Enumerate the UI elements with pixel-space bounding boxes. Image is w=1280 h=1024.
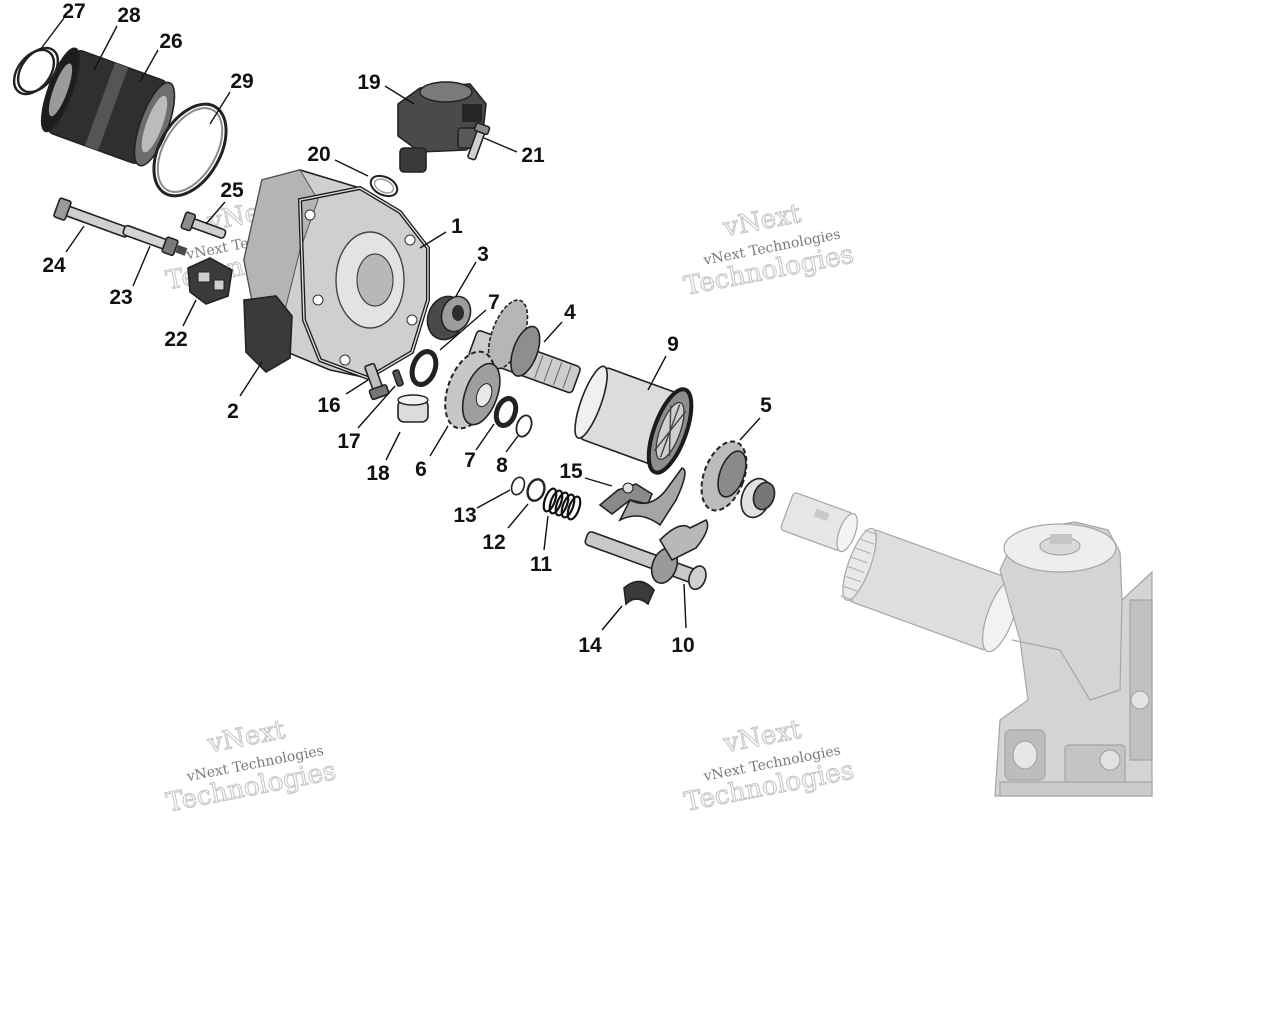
watermark-bottom-left: vNext vNext Technologies Technologies [163, 714, 339, 819]
callout-27: 27 [62, 0, 85, 23]
callout-labels: 27 28 26 29 19 20 21 25 1 3 24 23 7 4 22… [42, 0, 772, 657]
part-circlip [515, 414, 533, 438]
callout-15: 15 [559, 460, 583, 483]
part-thrust-washer-lower [493, 395, 519, 429]
part-spring-washer [526, 478, 546, 502]
part-adapter-sleeve [40, 47, 176, 167]
watermark-bottom-right: vNext vNext Technologies Technologies [681, 714, 857, 818]
part-sensor-pin [122, 224, 188, 257]
callout-6: 6 [415, 458, 427, 481]
callout-19: 19 [357, 71, 380, 94]
callout-13: 13 [453, 504, 476, 527]
part-o-ring [12, 46, 60, 96]
callout-22: 22 [164, 328, 187, 351]
callout-26: 26 [159, 30, 182, 53]
callout-9: 9 [667, 333, 679, 356]
callout-7-lower: 7 [464, 449, 476, 472]
callout-4: 4 [564, 301, 576, 324]
callout-16: 16 [317, 394, 340, 417]
callout-18: 18 [366, 462, 390, 485]
part-shift-fork-lower [623, 580, 655, 606]
part-shift-shaft [584, 467, 709, 591]
callout-23: 23 [109, 286, 132, 309]
part-long-bolt [53, 197, 130, 238]
callout-29: 29 [230, 70, 253, 93]
part-small-circlip [510, 476, 526, 496]
part-shift-actuator [397, 81, 487, 173]
part-bearing [426, 295, 472, 341]
callout-21: 21 [521, 144, 545, 167]
callout-1: 1 [451, 215, 463, 238]
part-output-shaft [468, 299, 581, 394]
callout-8: 8 [496, 454, 508, 477]
part-dowel-pin [392, 369, 404, 387]
watermark-top-right: vNext vNext Technologies Technologies [681, 198, 857, 302]
part-speed-sensor [187, 257, 233, 305]
part-hose-clamp [152, 102, 228, 198]
leader-lines [39, 17, 761, 631]
callout-24: 24 [42, 254, 66, 277]
callout-3: 3 [477, 243, 489, 266]
part-driven-gear [700, 440, 748, 512]
part-bolt [180, 211, 227, 239]
callout-25: 25 [220, 179, 244, 202]
part-drain-plug [364, 362, 390, 401]
part-cap [397, 394, 429, 423]
part-actuator-o-ring [369, 174, 399, 198]
part-actuator-screw [467, 122, 491, 161]
part-bearing-right [740, 477, 776, 519]
ghost-engine-block [780, 492, 1153, 797]
part-shift-drum [574, 365, 694, 475]
callout-17: 17 [337, 430, 360, 453]
part-thrust-washer-upper [409, 349, 439, 387]
callout-20: 20 [307, 143, 330, 166]
part-transmission-housing [243, 169, 430, 381]
part-spring [542, 487, 582, 521]
part-shift-fork-upper [598, 482, 653, 516]
callout-12: 12 [482, 531, 505, 554]
callout-14: 14 [578, 634, 602, 657]
callout-7-upper: 7 [488, 291, 500, 314]
callout-28: 28 [117, 4, 141, 27]
callout-11: 11 [530, 553, 553, 576]
callout-10: 10 [671, 634, 694, 657]
callout-5: 5 [760, 394, 772, 417]
callout-2: 2 [227, 400, 239, 423]
part-gear [444, 350, 501, 430]
